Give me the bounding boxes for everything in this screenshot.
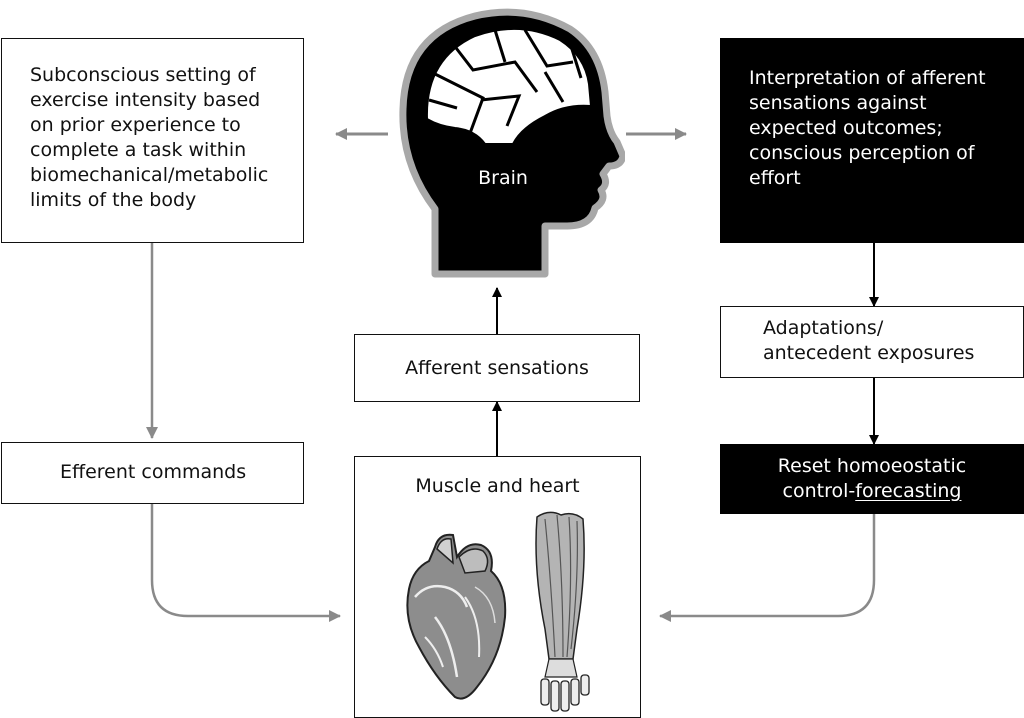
afferent-sensations-box: Afferent sensations bbox=[354, 334, 640, 402]
arrow-efferent-to-muscle bbox=[150, 504, 341, 622]
reset-line-2a: control- bbox=[782, 480, 856, 502]
subconscious-line-2: exercise intensity based bbox=[30, 89, 261, 111]
subconscious-line-1: Subconscious setting of bbox=[30, 64, 256, 86]
subconscious-line-4: complete a task within bbox=[30, 139, 247, 161]
interpretation-line-3: expected outcomes; bbox=[749, 117, 943, 139]
adaptations-line-1: Adaptations/ bbox=[763, 317, 884, 339]
muscle-and-heart-box: Muscle and heart bbox=[354, 456, 641, 718]
heart-icon bbox=[406, 533, 507, 700]
brain-head-icon: Brain bbox=[399, 8, 625, 278]
subconscious-line-5: biomechanical/metabolic bbox=[30, 164, 269, 186]
reset-homoeostatic-box: Reset homoeostatic control-forecasting bbox=[720, 444, 1024, 514]
subconscious-setting-box: Subconscious setting of exercise intensi… bbox=[1, 38, 304, 243]
brain-label: Brain bbox=[478, 167, 528, 189]
interpretation-line-2: sensations against bbox=[749, 92, 927, 114]
adaptations-line-2: antecedent exposures bbox=[763, 342, 975, 364]
efferent-commands-label: Efferent commands bbox=[60, 461, 247, 483]
subconscious-line-3: on prior experience to bbox=[30, 114, 241, 136]
afferent-sensations-label: Afferent sensations bbox=[405, 356, 589, 379]
interpretation-line-4: conscious perception of bbox=[749, 142, 975, 164]
reset-line-2b: forecasting bbox=[855, 480, 962, 502]
interpretation-line-1: Interpretation of afferent bbox=[749, 67, 986, 89]
adaptations-box: Adaptations/ antecedent exposures bbox=[720, 306, 1024, 378]
interpretation-box: Interpretation of afferent sensations ag… bbox=[720, 38, 1024, 243]
forearm-muscle-icon bbox=[535, 511, 590, 712]
interpretation-line-5: effort bbox=[749, 167, 801, 189]
reset-line-2: control-forecasting bbox=[721, 479, 1023, 504]
subconscious-line-6: limits of the body bbox=[30, 189, 197, 211]
reset-line-1: Reset homoeostatic bbox=[777, 455, 967, 477]
efferent-commands-box: Efferent commands bbox=[1, 442, 304, 504]
muscle-and-heart-label: Muscle and heart bbox=[415, 475, 580, 497]
arrow-reset-to-muscle bbox=[659, 514, 876, 622]
